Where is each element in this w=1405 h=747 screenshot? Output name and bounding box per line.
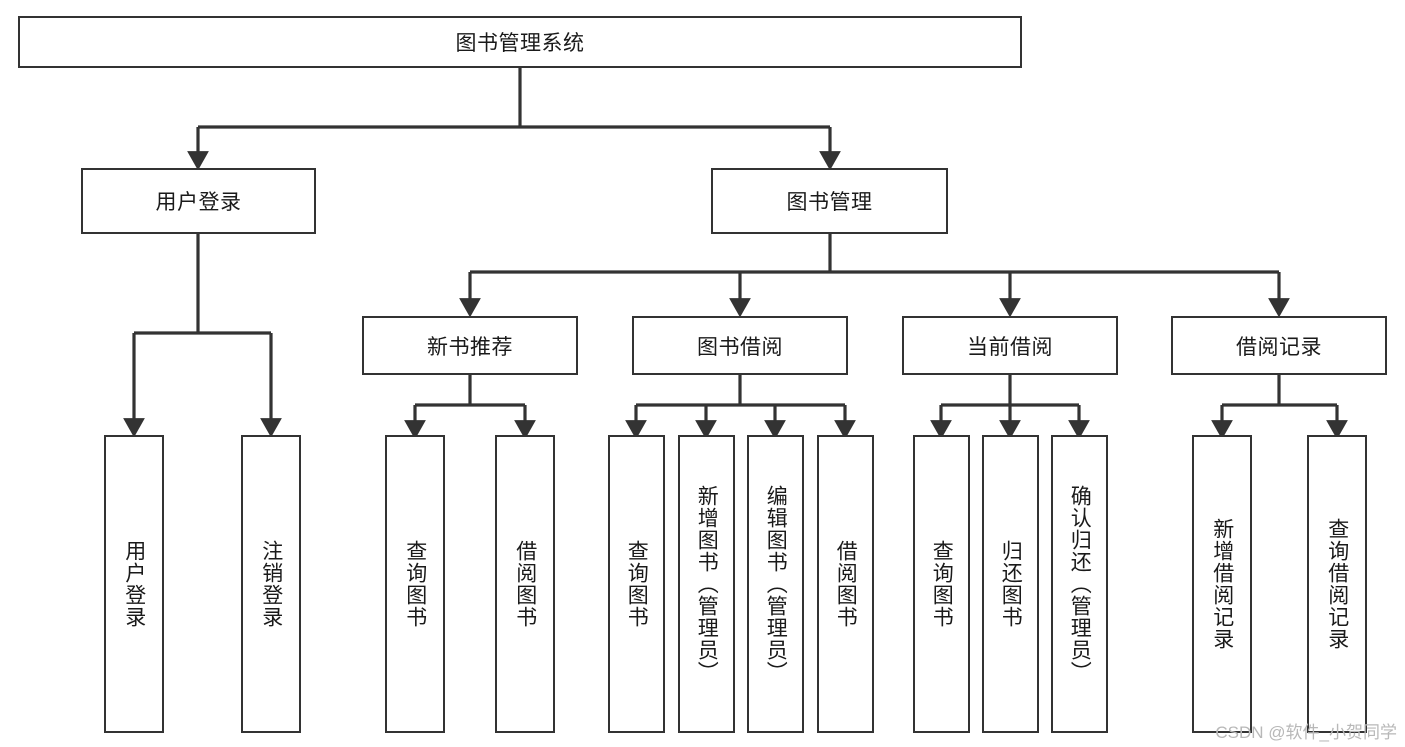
leaf-new-book-query-book[interactable]: 查询图书 bbox=[385, 435, 445, 733]
node-label: 借阅图书 bbox=[513, 540, 537, 628]
connectors-borrow-record bbox=[1211, 375, 1348, 440]
node-label: 查询图书 bbox=[625, 540, 649, 628]
node-book-management[interactable]: 图书管理 bbox=[711, 168, 948, 234]
node-label: 用户登录 bbox=[155, 191, 242, 214]
connectors-root bbox=[187, 68, 841, 171]
leaf-user-login-logout[interactable]: 注销登录 bbox=[241, 435, 301, 733]
node-label: 查询图书 bbox=[930, 540, 954, 628]
node-borrow-record[interactable]: 借阅记录 bbox=[1171, 316, 1387, 375]
node-label: 注销登录 bbox=[259, 540, 283, 628]
node-label: 借阅记录 bbox=[1236, 335, 1322, 359]
node-label: 借阅图书 bbox=[834, 540, 858, 628]
node-label: 图书管理系统 bbox=[455, 32, 585, 55]
leaf-book-borrow-edit-book-admin[interactable]: 编辑图书（管理员） bbox=[747, 435, 804, 733]
leaf-current-borrow-query-book[interactable]: 查询图书 bbox=[913, 435, 970, 733]
connectors-new-book bbox=[404, 375, 536, 440]
node-label: 当前借阅 bbox=[967, 335, 1053, 359]
leaf-current-borrow-return-book[interactable]: 归还图书 bbox=[982, 435, 1039, 733]
node-current-borrow[interactable]: 当前借阅 bbox=[902, 316, 1118, 375]
connectors-book-manage bbox=[459, 234, 1290, 318]
node-label: 新书推荐 bbox=[427, 335, 513, 359]
leaf-book-borrow-borrow-book[interactable]: 借阅图书 bbox=[817, 435, 874, 733]
node-label: 新增图书（管理员） bbox=[695, 485, 719, 683]
node-label: 用户登录 bbox=[122, 540, 146, 628]
node-new-book-recommend[interactable]: 新书推荐 bbox=[362, 316, 578, 375]
leaf-book-borrow-query-book[interactable]: 查询图书 bbox=[608, 435, 665, 733]
node-label: 编辑图书（管理员） bbox=[764, 485, 788, 683]
leaf-borrow-record-query-record[interactable]: 查询借阅记录 bbox=[1307, 435, 1367, 733]
node-root-book-management-system[interactable]: 图书管理系统 bbox=[18, 16, 1022, 68]
node-book-borrow[interactable]: 图书借阅 bbox=[632, 316, 848, 375]
connectors-user-login bbox=[123, 234, 282, 438]
connectors-current-borrow bbox=[930, 375, 1090, 440]
node-label: 归还图书 bbox=[999, 540, 1023, 628]
leaf-borrow-record-add-record[interactable]: 新增借阅记录 bbox=[1192, 435, 1252, 733]
node-label: 确认归还（管理员） bbox=[1068, 485, 1092, 683]
leaf-user-login-login[interactable]: 用户登录 bbox=[104, 435, 164, 733]
leaf-book-borrow-add-book-admin[interactable]: 新增图书（管理员） bbox=[678, 435, 735, 733]
node-label: 查询借阅记录 bbox=[1325, 518, 1349, 650]
leaf-current-borrow-confirm-return-admin[interactable]: 确认归还（管理员） bbox=[1051, 435, 1108, 733]
node-label: 新增借阅记录 bbox=[1210, 518, 1234, 650]
node-label: 图书借阅 bbox=[697, 335, 783, 359]
node-user-login[interactable]: 用户登录 bbox=[81, 168, 316, 234]
node-label: 查询图书 bbox=[403, 540, 427, 628]
connectors-book-borrow bbox=[625, 375, 856, 440]
leaf-new-book-borrow-book[interactable]: 借阅图书 bbox=[495, 435, 555, 733]
node-label: 图书管理 bbox=[786, 191, 873, 214]
